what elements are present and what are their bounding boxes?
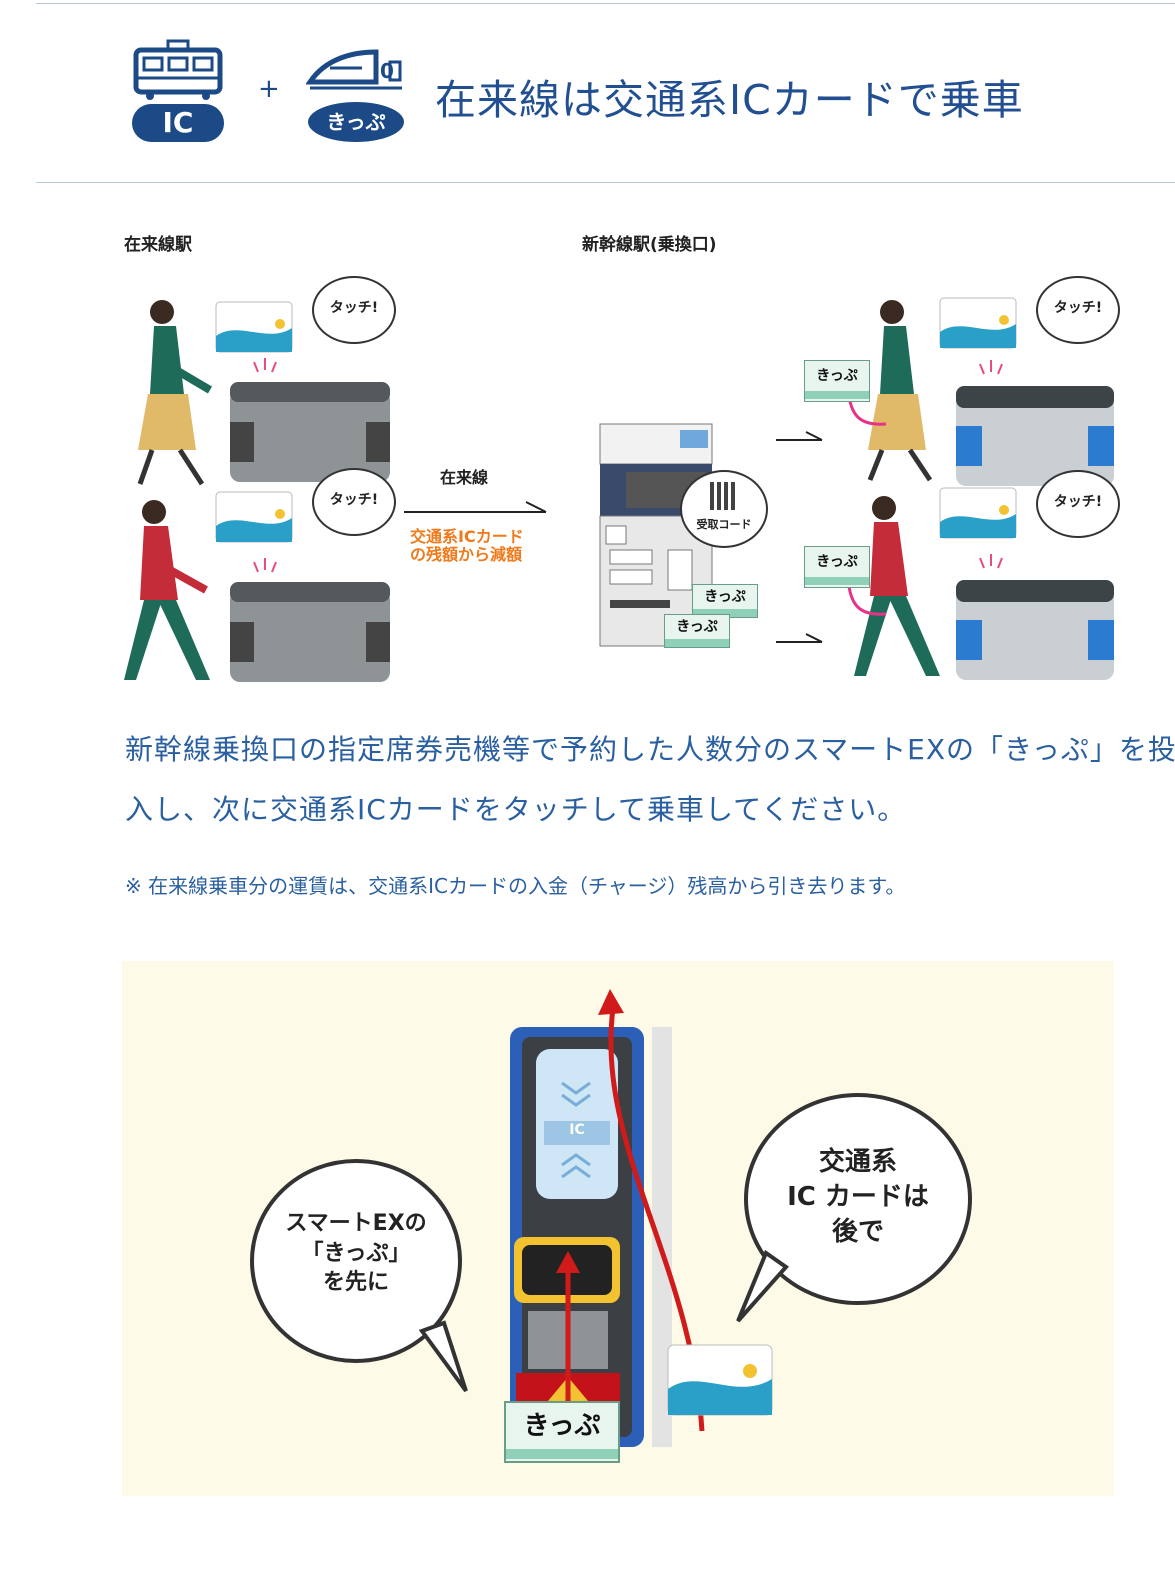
plus-sign: + xyxy=(258,74,280,104)
small-arrow-top xyxy=(776,428,826,444)
ticket-card-2: きっぷ xyxy=(664,614,730,648)
touch-bubble-text: タッチ! xyxy=(329,300,379,316)
ticket-stripe xyxy=(665,639,729,647)
small-arrow-bottom xyxy=(776,630,826,646)
ticket-label: きっぷ xyxy=(816,368,858,384)
touch-bubble-left-1: タッチ! xyxy=(312,276,396,344)
touch-bubble-text: タッチ! xyxy=(1053,494,1103,510)
right-bubble-line3: 後で xyxy=(831,1217,884,1248)
touch-bubble-left-2: タッチ! xyxy=(312,468,396,536)
ticket-stripe xyxy=(693,609,757,617)
kippu-icon-label: きっぷ xyxy=(326,110,386,134)
ticket-label: きっぷ xyxy=(704,589,746,605)
header-divider xyxy=(36,182,1175,183)
fare-note: ※ 在来線乗車分の運賃は、交通系ICカードの入金（チャージ）残高から引き去ります… xyxy=(125,874,906,898)
gate-ticket-label: きっぷ xyxy=(523,1411,601,1441)
touch-bubble-text: タッチ! xyxy=(1053,300,1103,316)
ticket-stripe xyxy=(805,391,869,399)
top-rule xyxy=(36,3,1175,4)
qr-code-icon xyxy=(710,482,738,510)
gate-ticket-stripe xyxy=(506,1449,618,1459)
ticket-stripe xyxy=(805,577,869,585)
touch-bubble-right-1: タッチ! xyxy=(1036,276,1120,344)
deduction-note: 交通系ICカード の残額から減額 xyxy=(410,527,524,565)
deduction-note-line1: 交通系ICカード xyxy=(410,527,524,546)
qr-code-bubble: 受取コード xyxy=(680,470,768,548)
gate-illustration-panel: IC スマートEXの 「きっぷ」 を先に 交通系 IC カードは 後で きっぷ xyxy=(122,961,1114,1496)
qr-code-label: 受取コード xyxy=(696,518,752,531)
train-ic-icon: IC xyxy=(132,38,224,142)
left-bubble-text: スマートEXの 「きっぷ」 を先に xyxy=(256,1209,456,1298)
train-ic-icon-label: IC xyxy=(162,106,194,139)
left-station-label: 在来線駅 xyxy=(124,235,192,255)
right-bubble-line1: 交通系 xyxy=(818,1147,897,1177)
touch-bubble-right-2: タッチ! xyxy=(1036,470,1120,538)
right-ticket-1: きっぷ xyxy=(804,360,870,402)
arrow-label: 在来線 xyxy=(440,468,489,487)
right-bubble-line2: IC カードは xyxy=(787,1182,929,1213)
left-station-illustration xyxy=(118,270,398,690)
shinkansen-kippu-icon: 0 きっぷ xyxy=(305,38,406,142)
right-arrow xyxy=(404,498,550,522)
right-station-illustration xyxy=(830,276,1120,686)
gate-ic-label: IC xyxy=(569,1122,585,1138)
right-bubble-text: 交通系 IC カードは 後で xyxy=(758,1145,958,1250)
left-bubble-line3: を先に xyxy=(322,1270,389,1296)
ticket-label: きっぷ xyxy=(816,554,858,570)
right-ticket-2: きっぷ xyxy=(804,546,870,588)
ticket-label: きっぷ xyxy=(676,619,718,635)
ticket-card-1: きっぷ xyxy=(692,584,758,618)
left-bubble-line1: スマートEXの xyxy=(285,1211,427,1236)
instruction-line-1: 新幹線乗換口の指定席券売機等で予約した人数分のスマートEXの「きっぷ」を投 xyxy=(125,733,1175,766)
touch-bubble-text: タッチ! xyxy=(329,492,379,508)
instruction-line-2: 入し、次に交通系ICカードをタッチして乗車してください。 xyxy=(125,793,907,826)
page-title: 在来線は交通系ICカードで乗車 xyxy=(435,76,1024,124)
deduction-note-line2: の残額から減額 xyxy=(410,545,523,565)
right-station-label: 新幹線駅(乗換口) xyxy=(582,235,717,255)
gate-ticket: きっぷ xyxy=(504,1401,620,1463)
left-bubble-line2: 「きっぷ」 xyxy=(301,1240,411,1266)
